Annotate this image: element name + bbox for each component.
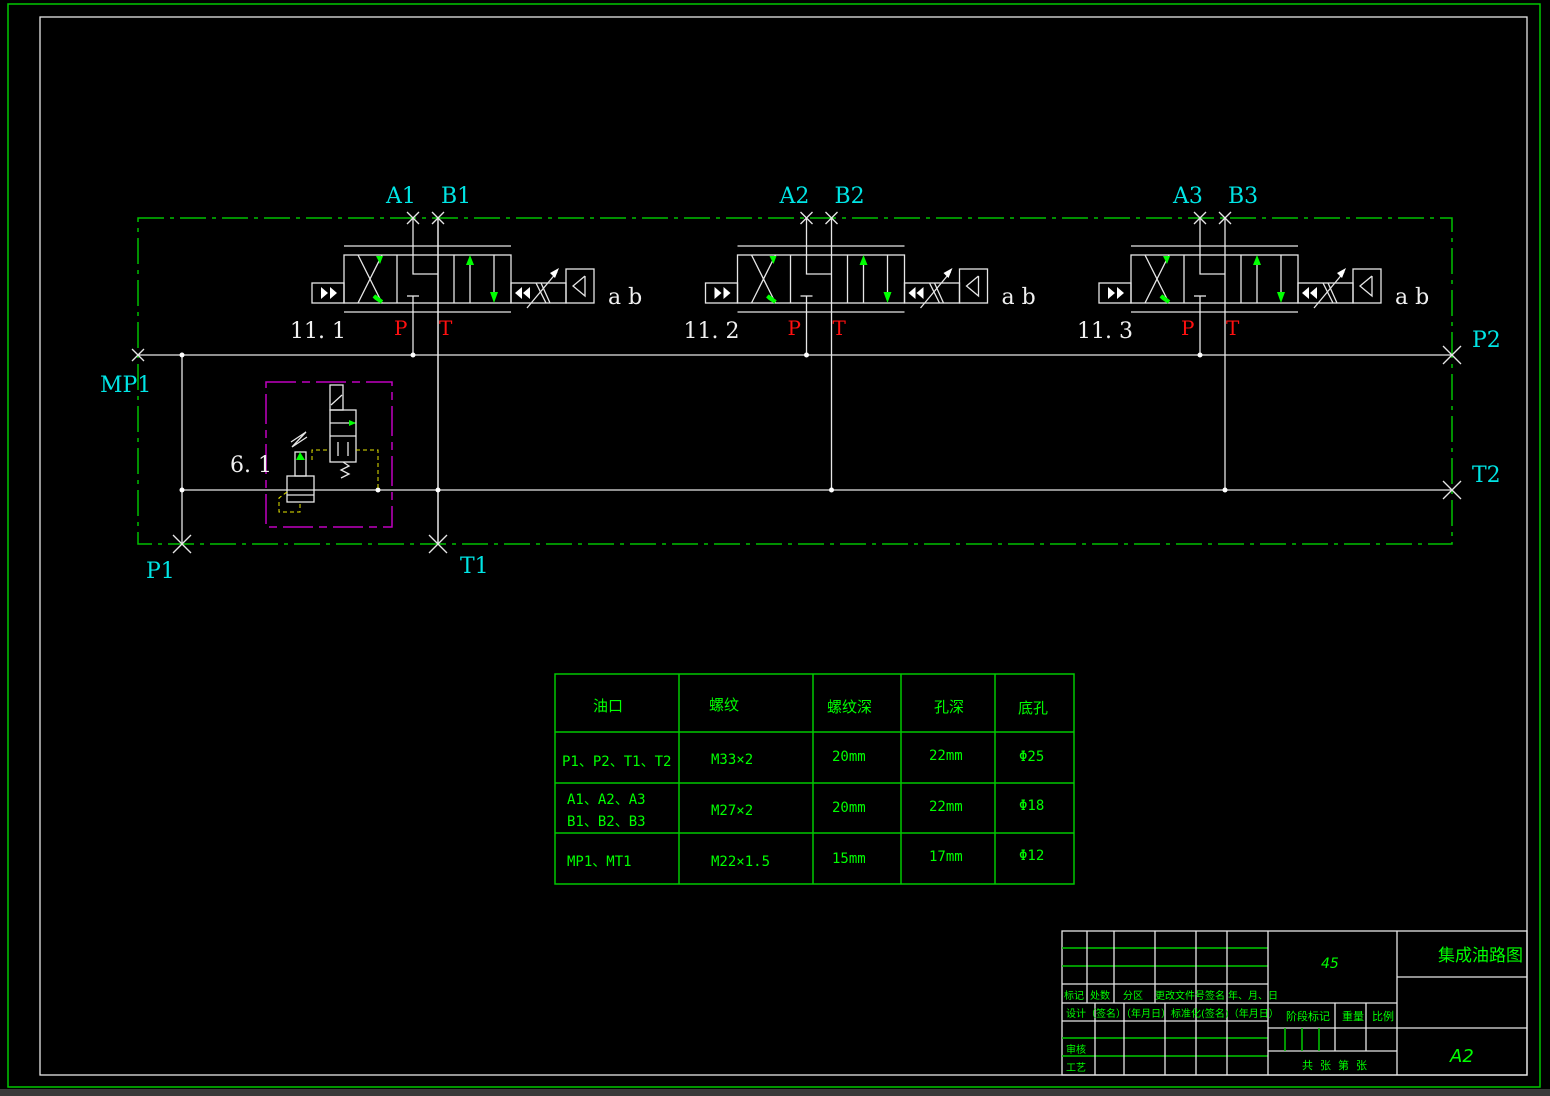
table-cell: 17mm [929, 849, 963, 865]
valve-id: 11. 3 [1077, 319, 1133, 344]
sheet-size: A2 [1449, 1046, 1474, 1067]
table-cell-line: B1、B2、B3 [567, 814, 646, 830]
label-mark: 标记 [1064, 990, 1084, 1002]
table-cell: 22mm [929, 799, 963, 815]
junction [179, 487, 185, 493]
directional-valve: A1 B1 11. 1 P Ta b [290, 184, 642, 544]
table-header: 油口 [593, 697, 623, 715]
table-cell: MP1、MT1 [567, 854, 632, 870]
table-cell: 20mm [832, 749, 866, 765]
table-cell: P1、P2、T1、T2 [562, 754, 671, 770]
label-sheets: 共 张 第 张 [1302, 1058, 1367, 1072]
port-b-label: B2 [835, 184, 865, 209]
port-marker [800, 211, 813, 225]
port-marker [131, 348, 145, 362]
directional-valve: A2 B2 11. 2 P Ta b [684, 184, 1036, 493]
table-cell: Φ25 [1019, 749, 1044, 765]
table-cell: Φ18 [1019, 798, 1044, 814]
port-t-label: T [439, 316, 453, 340]
thread-spec-table: 油口 螺纹 螺纹深 孔深 底孔 P1、P2、T1、T2 M33×2 20mm 2… [554, 673, 1075, 885]
port-t1-label: T1 [460, 554, 489, 579]
directional-valve: A3 B3 11. 3 P Ta b [1077, 184, 1429, 493]
port-marker [1442, 345, 1462, 365]
table-cell: Φ12 [1019, 848, 1044, 864]
valve-id: 11. 2 [684, 319, 740, 344]
label-stage: 阶段标记 [1286, 1009, 1330, 1023]
port-b-label: B3 [1228, 184, 1258, 209]
port-marker [172, 534, 192, 554]
port-p1-label: P1 [146, 559, 175, 584]
label-count: 处数 [1090, 989, 1110, 1002]
solenoid-labels: a b [1395, 285, 1429, 310]
relief-valve: 6. 1 [230, 381, 393, 528]
bottom-bar [0, 1089, 1550, 1096]
port-marker [825, 211, 838, 225]
port-a-label: A3 [1172, 184, 1203, 209]
port-p-label: P [394, 316, 407, 340]
port-p2-label: P2 [1472, 328, 1501, 353]
port-marker [428, 534, 448, 554]
port-b-label: B1 [441, 184, 471, 209]
port-p-label: P [1181, 316, 1194, 340]
solenoid-labels: a b [1002, 285, 1036, 310]
label-date: 年、月、日 [1228, 989, 1278, 1002]
label-process: 工艺 [1066, 1062, 1086, 1074]
table-cell-line: A1、A2、A3 [567, 792, 646, 808]
table-header: 孔深 [934, 698, 964, 716]
port-marker [406, 211, 420, 225]
inner-border [39, 16, 1528, 1076]
port-marker [431, 211, 445, 225]
port-t-label: T [833, 316, 847, 340]
solenoid-labels: a b [608, 285, 642, 310]
table-cell: M33×2 [711, 752, 753, 768]
port-marker [1218, 211, 1232, 225]
valve-id: 11. 1 [290, 319, 346, 344]
table-cell: 20mm [832, 800, 866, 816]
label-weight: 重量 [1342, 1009, 1364, 1023]
table-header: 底孔 [1018, 699, 1048, 717]
title-block: 45 集成油路图 A2 标记 处数 分区 更改文件号签名 年、月、日 设计（签名… [1061, 930, 1528, 1076]
label-review: 审核 [1066, 1043, 1086, 1056]
port-mp1-label: MP1 [100, 373, 151, 398]
table-cell: 22mm [929, 748, 963, 764]
port-marker [1193, 211, 1207, 225]
label-design: 设计（签名）（年月日）标准化(签名)（年月日） [1066, 1007, 1279, 1020]
table-cell: 15mm [832, 851, 866, 867]
table-cell: M22×1.5 [711, 854, 770, 870]
port-t-label: T [1226, 316, 1240, 340]
label-scale: 比例 [1372, 1009, 1394, 1023]
label-change-doc: 更改文件号签名 [1155, 989, 1225, 1002]
junction [375, 487, 381, 493]
port-t2-label: T2 [1472, 463, 1501, 488]
port-a-label: A1 [385, 184, 416, 209]
port-marker [1442, 480, 1462, 500]
port-p-label: P [788, 316, 801, 340]
port-a-label: A2 [779, 184, 810, 209]
table-cell: M27×2 [711, 803, 753, 819]
label-zone: 分区 [1123, 990, 1143, 1002]
material: 45 [1321, 956, 1339, 972]
table-header: 螺纹 [709, 696, 739, 714]
relief-valve-id: 6. 1 [230, 453, 272, 478]
outer-border [7, 3, 1541, 1088]
drawing-title: 集成油路图 [1438, 946, 1523, 966]
circuit-lines [138, 218, 1452, 544]
junction [179, 352, 185, 358]
manifold-outline [137, 217, 1453, 545]
table-header: 螺纹深 [827, 698, 872, 716]
